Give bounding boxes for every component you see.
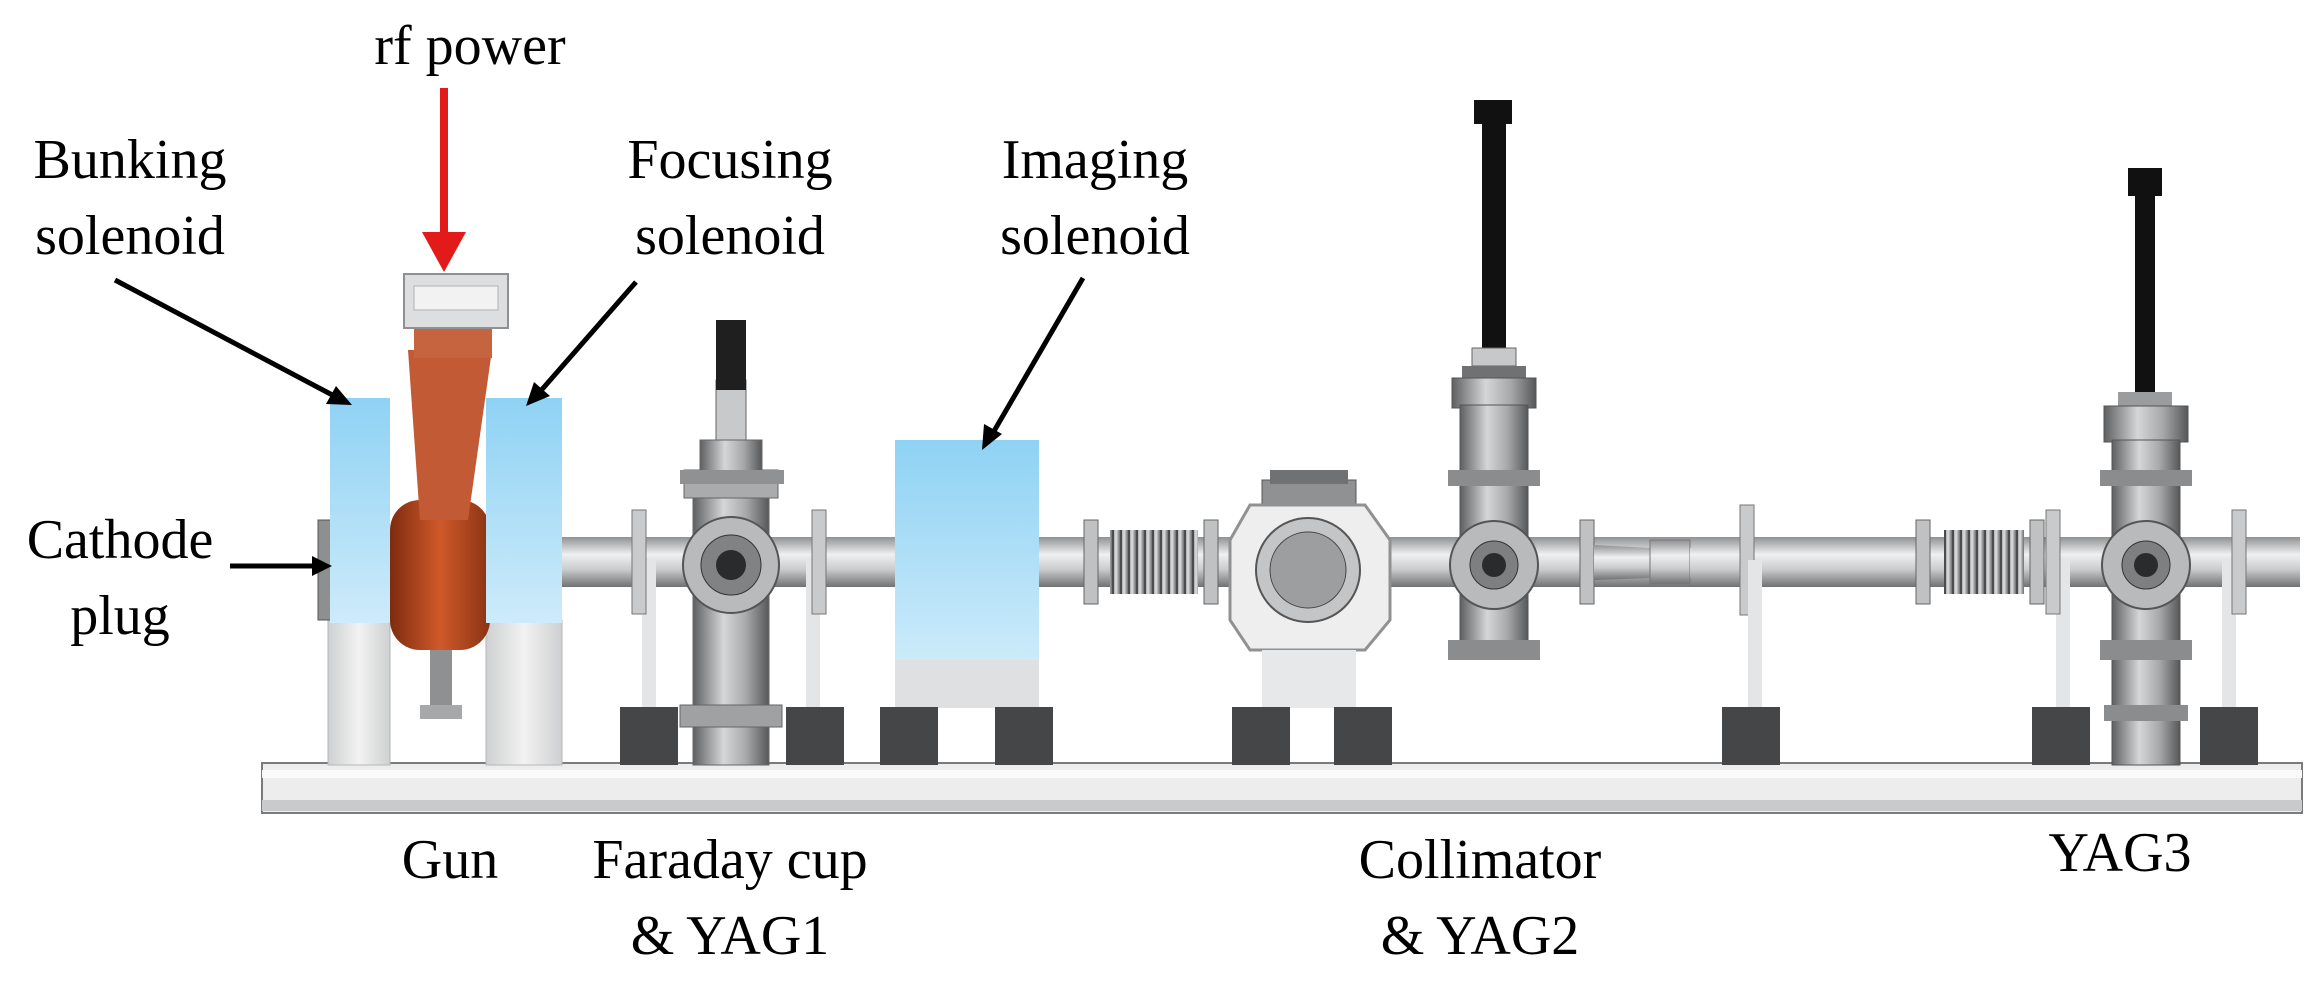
- bellows-2: [1915, 519, 2045, 605]
- gun-label: Gun: [401, 829, 499, 891]
- imaging-solenoid-label: Imaging solenoid: [1000, 129, 1190, 267]
- rf-power-label: rf power: [374, 15, 566, 77]
- base-rail: [261, 762, 2303, 814]
- cathode-plug-label: Cathode plug: [26, 509, 214, 647]
- rf-waveguide: [408, 350, 492, 520]
- gun-cavity: [390, 500, 490, 650]
- yag3-station: [2032, 168, 2258, 766]
- bunching-solenoid-pointer: [113, 277, 340, 401]
- yag2-station: [1448, 100, 1740, 660]
- gun-assembly: [317, 273, 563, 766]
- faraday-cup-station: [620, 320, 844, 766]
- bunching-solenoid-part: [330, 398, 390, 623]
- imaging-solenoid-pointer: [987, 276, 1086, 440]
- rf-power-arrow: [422, 88, 466, 272]
- bellows-1: [1083, 519, 1219, 605]
- yag3-label: YAG3: [2048, 822, 2192, 884]
- faraday-cup-label: Faraday cup & YAG1: [592, 829, 868, 967]
- collimator-chamber: [1228, 470, 1392, 765]
- bunching-solenoid-label: Bunking solenoid: [33, 129, 227, 267]
- focusing-solenoid-part: [486, 398, 562, 623]
- imaging-solenoid-part: [880, 440, 1053, 765]
- focusing-solenoid-pointer: [536, 280, 638, 396]
- pipe-support: [1722, 504, 1780, 765]
- collimator-label: Collimator & YAG2: [1358, 829, 1602, 967]
- focusing-solenoid-label: Focusing solenoid: [627, 129, 833, 267]
